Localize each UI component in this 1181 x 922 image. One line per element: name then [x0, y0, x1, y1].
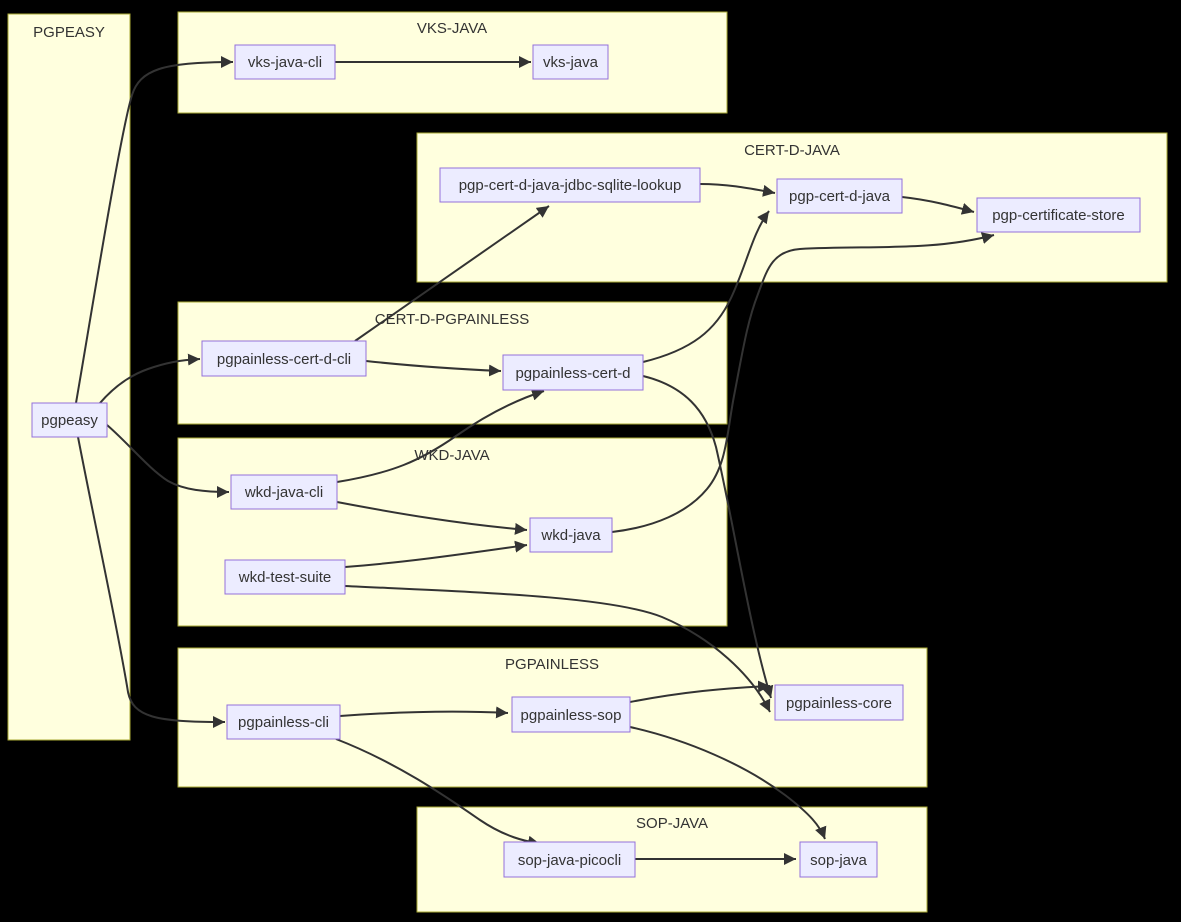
node-pgp-certificate-store-box [976, 197, 1141, 233]
node-vks-java-cli-label: vks-java-cli [248, 54, 322, 71]
edge-wkd-test-suite--wkd-java [344, 540, 528, 568]
node-wkd-test-suite-box [224, 559, 346, 595]
node-vks-java-box [532, 44, 609, 80]
edge-pgpainless-cert-d--pgp-cert-d-java [642, 210, 770, 363]
subgraph-vks-java-title: VKS-JAVA [417, 20, 487, 37]
node-wkd-java-cli-box [230, 474, 338, 510]
subgraph-wkd-java-box [177, 437, 728, 627]
edge-pgp-cert-d-java--pgp-certificate-store [901, 196, 975, 215]
node-pgpainless-cert-d-label: pgpainless-cert-d [515, 365, 630, 382]
subgraph-sop-java-title: SOP-JAVA [636, 815, 708, 832]
node-sop-java-label: sop-java [810, 852, 867, 869]
node-pgpainless-cli: pgpainless-cli [226, 704, 341, 740]
node-pgp-cert-d-java-jdbc-sqlite-lookup-box [439, 167, 701, 203]
node-pgpeasy: pgpeasy [31, 402, 108, 438]
node-vks-java: vks-java [532, 44, 609, 80]
node-pgpainless-core-box [774, 684, 904, 721]
node-pgpainless-core-label: pgpainless-core [786, 695, 892, 712]
node-pgp-certificate-store-label: pgp-certificate-store [992, 207, 1125, 224]
node-pgpainless-cli-label: pgpainless-cli [238, 714, 329, 731]
node-sop-java-picocli-box [503, 841, 636, 878]
node-pgpainless-cert-d-box [502, 354, 644, 391]
node-wkd-test-suite: wkd-test-suite [224, 559, 346, 595]
node-wkd-java-cli: wkd-java-cli [230, 474, 338, 510]
node-wkd-java-label: wkd-java [540, 527, 601, 544]
node-vks-java-label: vks-java [543, 54, 599, 71]
node-pgp-cert-d-java-label: pgp-cert-d-java [789, 188, 891, 205]
node-sop-java-picocli: sop-java-picocli [503, 841, 636, 878]
node-pgpainless-cert-d-cli: pgpainless-cert-d-cli [201, 340, 367, 377]
subgraph-cert-d-pgpainless-title: CERT-D-PGPAINLESS [375, 311, 529, 328]
node-wkd-java: wkd-java [529, 517, 613, 553]
subgraph-pgpeasy-box [7, 13, 131, 741]
node-vks-java-cli-box [234, 44, 336, 80]
edge-pgpeasy--pgpainless-cert-d-cli [99, 353, 201, 404]
node-pgpainless-sop: pgpainless-sop [511, 696, 631, 733]
node-wkd-java-box [529, 517, 613, 553]
edge-pgpeasy--vks-java-cli [75, 56, 234, 404]
edge-wkd-java-cli--wkd-java [336, 501, 528, 535]
edge-pgp-cert-d-java-jdbc-sqlite-lookup--pgp-cert-d-java [699, 183, 776, 197]
edge-wkd-java--pgp-certificate-store [611, 232, 995, 533]
edge-pgpainless-cli--sop-java-picocli [335, 738, 541, 848]
node-pgp-certificate-store: pgp-certificate-store [976, 197, 1141, 233]
edge-pgpeasy--wkd-java-cli [106, 424, 230, 498]
node-pgpainless-cert-d: pgpainless-cert-d [502, 354, 644, 391]
node-wkd-test-suite-label: wkd-test-suite [238, 569, 332, 586]
node-pgpainless-core: pgpainless-core [774, 684, 904, 721]
node-wkd-java-cli-label: wkd-java-cli [244, 484, 323, 501]
node-pgpeasy-box [31, 402, 108, 438]
node-pgpainless-cert-d-cli-box [201, 340, 367, 377]
node-vks-java-cli: vks-java-cli [234, 44, 336, 80]
node-pgpainless-sop-label: pgpainless-sop [521, 707, 622, 724]
subgraph-cert-d-java-title: CERT-D-JAVA [744, 142, 840, 159]
edge-pgpainless-sop--pgpainless-core [629, 680, 771, 703]
subgraph-pgpainless-title: PGPAINLESS [505, 656, 599, 673]
node-sop-java: sop-java [799, 841, 878, 878]
node-sop-java-box [799, 841, 878, 878]
node-pgpeasy-label: pgpeasy [41, 412, 98, 429]
node-pgp-cert-d-java-jdbc-sqlite-lookup-label: pgp-cert-d-java-jdbc-sqlite-lookup [459, 177, 682, 194]
edge-pgpainless-sop--sop-java [629, 726, 827, 840]
edge-pgpainless-cert-d--pgpainless-core [642, 375, 774, 699]
node-pgp-cert-d-java-jdbc-sqlite-lookup: pgp-cert-d-java-jdbc-sqlite-lookup [439, 167, 701, 203]
edge-wkd-test-suite--pgpainless-core [344, 585, 771, 713]
edge-pgpainless-cert-d-cli--pgp-cert-d-java-jdbc-sqlite-lookup [354, 205, 550, 342]
node-pgp-cert-d-java-box [776, 178, 903, 214]
node-pgp-cert-d-java: pgp-cert-d-java [776, 178, 903, 214]
edge-pgpainless-cli--pgpainless-sop [339, 706, 509, 719]
subgraph-pgpeasy-title: PGPEASY [33, 24, 105, 41]
node-sop-java-picocli-label: sop-java-picocli [518, 852, 621, 869]
subgraph-wkd-java: WKD-JAVA [177, 437, 728, 627]
edge-wkd-java-cli--pgpainless-cert-d [336, 388, 545, 483]
subgraph-pgpeasy: PGPEASY [7, 13, 131, 741]
edge-pgpainless-cert-d-cli--pgpainless-cert-d [365, 360, 502, 377]
node-pgpainless-sop-box [511, 696, 631, 733]
node-pgpainless-cert-d-cli-label: pgpainless-cert-d-cli [217, 351, 351, 368]
edge-pgpeasy--pgpainless-cli [77, 436, 226, 728]
node-pgpainless-cli-box [226, 704, 341, 740]
